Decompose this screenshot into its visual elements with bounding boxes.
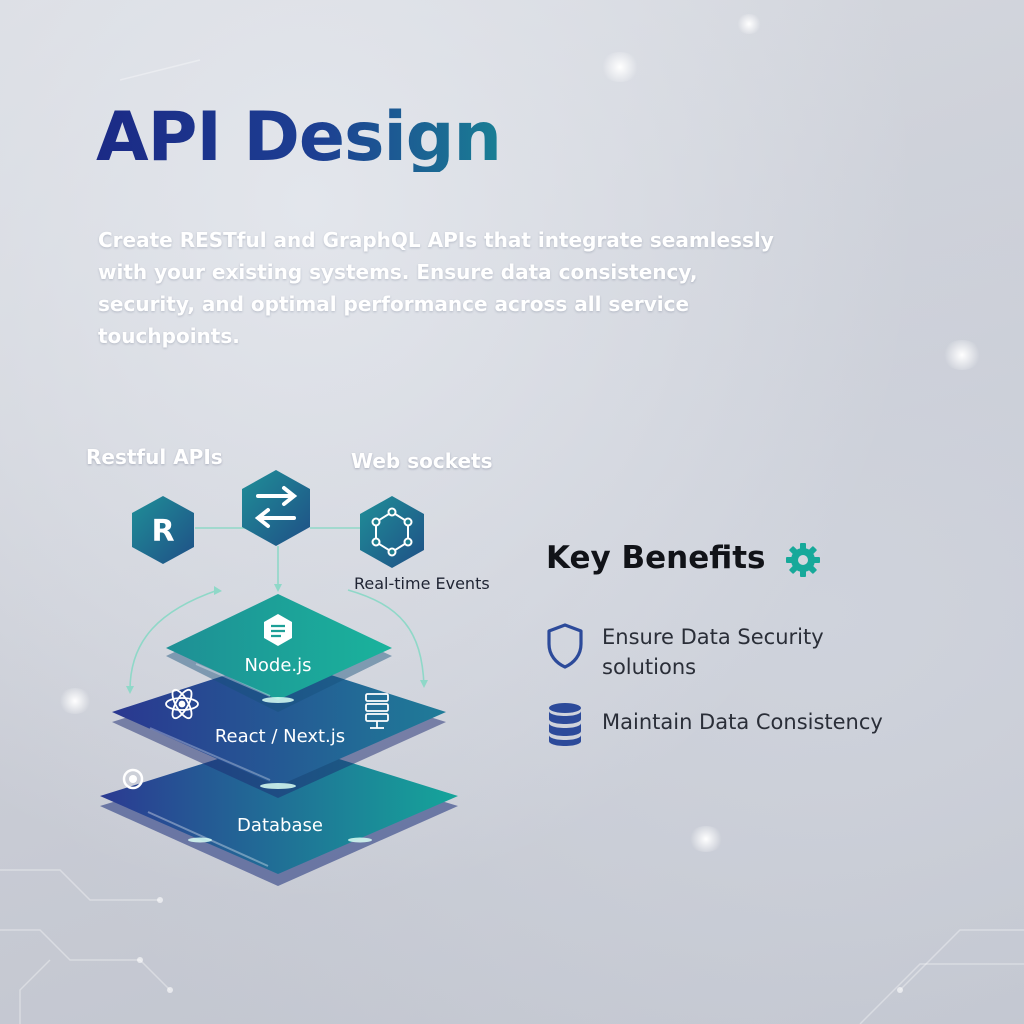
hex-node-websockets <box>360 496 424 568</box>
layer-label-database: Database <box>237 815 323 836</box>
network-nodes-icon <box>371 507 413 557</box>
target-icon <box>122 768 144 790</box>
realtime-events-caption: Real-time Events <box>354 574 490 593</box>
page-title: API Design <box>96 98 502 177</box>
layer-label-nodejs: Node.js <box>244 655 312 676</box>
web-sockets-label: Web sockets <box>351 449 493 473</box>
description-text: Create RESTful and GraphQL APIs that int… <box>98 228 774 348</box>
swap-arrows-icon <box>254 486 298 528</box>
layer-nodejs <box>166 594 392 712</box>
layer-database <box>100 740 458 886</box>
benefits-title: Key Benefits <box>546 540 766 576</box>
light-glow <box>600 52 640 82</box>
benefit-data-security: Ensure Data Security solutions <box>602 625 824 679</box>
layer-react <box>112 658 446 798</box>
light-glow <box>58 688 92 714</box>
hex-node-center <box>242 470 310 546</box>
react-atom-icon <box>165 688 199 720</box>
restful-apis-label: Restful APIs <box>86 445 223 469</box>
nodejs-icon <box>264 614 292 646</box>
layer-label-react: React / Next.js <box>214 726 346 747</box>
connector-lines <box>129 527 425 691</box>
light-glow <box>688 826 724 852</box>
light-glow <box>942 340 982 370</box>
light-glow <box>736 14 762 34</box>
r-logo-icon: R <box>151 514 174 549</box>
hex-node-restful: R <box>132 496 194 564</box>
gear-icon <box>786 543 820 577</box>
database-icon <box>549 703 581 746</box>
shield-icon <box>547 623 583 669</box>
server-icon <box>365 693 389 729</box>
benefit-data-consistency: Maintain Data Consistency <box>602 710 883 734</box>
